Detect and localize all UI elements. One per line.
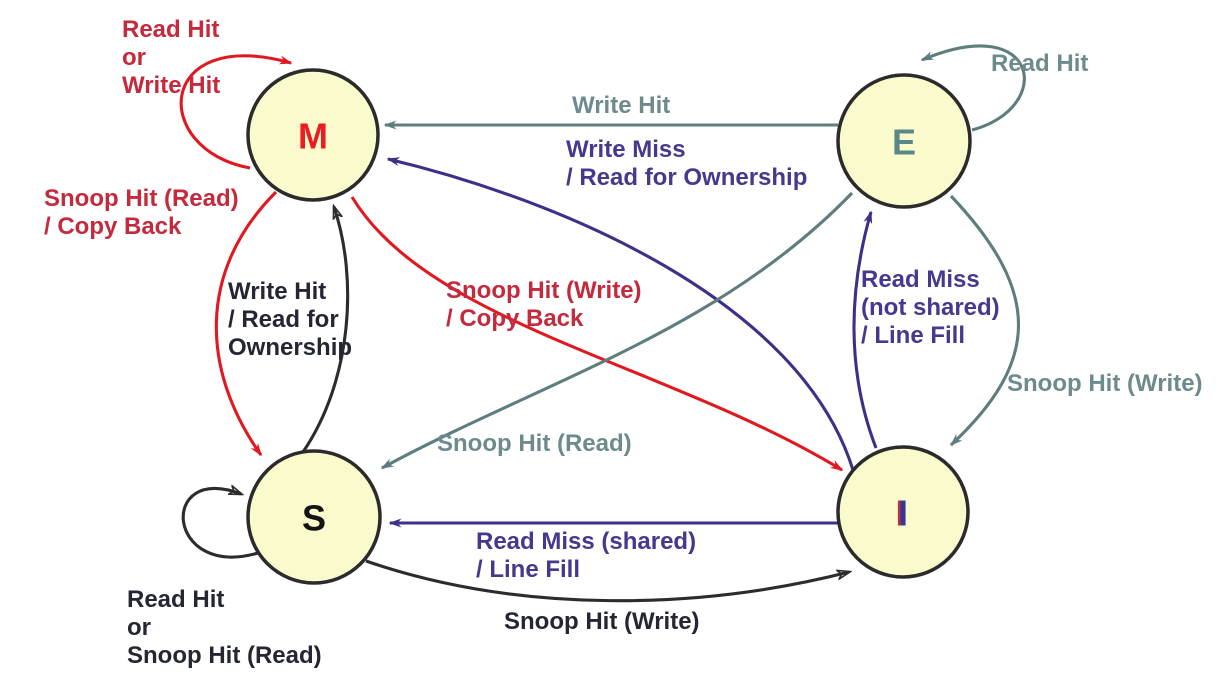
transition-label-e-to-i: Snoop Hit (Write) [1007,370,1203,397]
transition-label-e-self: Read Hit [991,50,1089,77]
transition-label-m-to-s: Snoop Hit (Read) / Copy Back [44,185,239,240]
transition-label-e-to-s: Snoop Hit (Read) [437,430,632,457]
arrow-s-to-m [301,207,350,453]
arrow-e-to-i [949,194,1020,447]
transition-label-i-to-m: Write Miss / Read for Ownership [566,136,808,191]
arrow-i-to-m [386,157,855,471]
state-circle-i [836,445,970,579]
arrow-e-to-s [380,191,854,470]
arrow-m-self-loop [179,54,293,170]
state-label-invalid: I [897,492,909,534]
transition-label-m-self: Read Hit or Write Hit [122,16,221,99]
state-label-modified: M [298,115,328,157]
transition-label-s-to-m: Write Hit / Read for Ownership [228,278,353,361]
arrow-i-to-e [852,210,878,449]
state-label-shared: S [301,497,327,539]
transition-label-e-to-m: Write Hit [572,92,671,119]
arrow-s-self-loop [181,488,259,559]
state-circle-s [246,449,382,585]
transition-label-m-to-i: Snoop Hit (Write) / Copy Back [446,277,642,332]
arrow-s-to-i [365,559,849,603]
transition-label-i-to-s: Read Miss (shared) / Line Fill [476,528,697,583]
arrow-m-to-i [350,196,844,472]
transition-label-i-to-e: Read Miss (not shared) / Line Fill [861,266,1000,349]
transition-label-s-self: Read Hit or Snoop Hit (Read) [127,586,322,669]
arrow-e-self-loop [920,44,1026,132]
state-label-exclusive: E [891,121,917,163]
state-circle-e [836,73,972,209]
transition-label-s-to-i: Snoop Hit (Write) [504,608,700,635]
state-circle-m [246,68,380,202]
arrow-m-to-s [214,190,278,457]
